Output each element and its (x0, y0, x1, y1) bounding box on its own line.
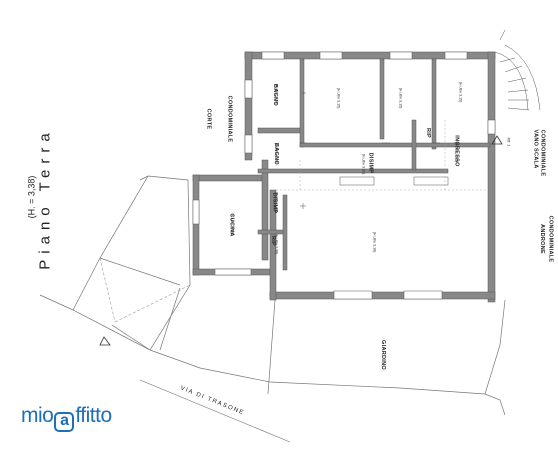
room-rip-2-label: RIP (425, 127, 432, 139)
staircase (494, 29, 541, 111)
room-b-height: (H.utile 3,15) (398, 87, 403, 109)
parking-dashed (99, 257, 191, 323)
androne-label-1: ANDRONE (538, 224, 545, 254)
corte-label-2: CONDOMINIALE (226, 95, 233, 143)
vano-scala-label-2: CONDOMINIALE (539, 129, 546, 177)
room-bagno-1-height: (H.utile 2,70) (274, 83, 279, 105)
room-ingresso-height: (H.utile 3,15) (454, 141, 459, 163)
room-soggiorno-height: (H.utile 3,18) (372, 231, 377, 253)
logo-part-2: ffitto (75, 404, 112, 427)
vano-scala-height: MT. 1 (506, 137, 511, 147)
entrance-markers (99, 135, 503, 346)
corte-label-1: CORTE (205, 108, 212, 130)
giardino-label: GIARDINO (379, 340, 386, 370)
androne-label-2: CONDOMINIALE (547, 215, 554, 263)
room-disimp-2-label: DISIMP (367, 152, 374, 174)
street-lines (139, 379, 291, 443)
door-marks (300, 92, 440, 209)
plan-title: Piano Terra (36, 127, 54, 270)
logo-part-1: mio (21, 404, 54, 427)
plan-height-note: (H. = 3,38) (26, 175, 37, 219)
windows (192, 51, 496, 300)
garden-outline (39, 175, 506, 416)
room-a-height: (H.utile 3,15) (336, 87, 341, 109)
room-c-height: (H.utile 3,15) (458, 81, 463, 103)
room-cucina-height: (H.utile 3,18) (230, 213, 235, 235)
room-disimp-2-height: (H.utile 3,00) (361, 153, 366, 175)
room-rip-1-height: (H.utile 2,38) (274, 233, 279, 255)
logo-a-icon: a (54, 412, 75, 432)
dashed-boundaries (276, 120, 488, 191)
room-bagno-2-height: (H.utile 2,70) (274, 142, 279, 164)
room-disimp-1-height: (H.utile 2,40) (274, 191, 279, 213)
vano-scala-label-1: VANO SCALA (532, 129, 539, 169)
